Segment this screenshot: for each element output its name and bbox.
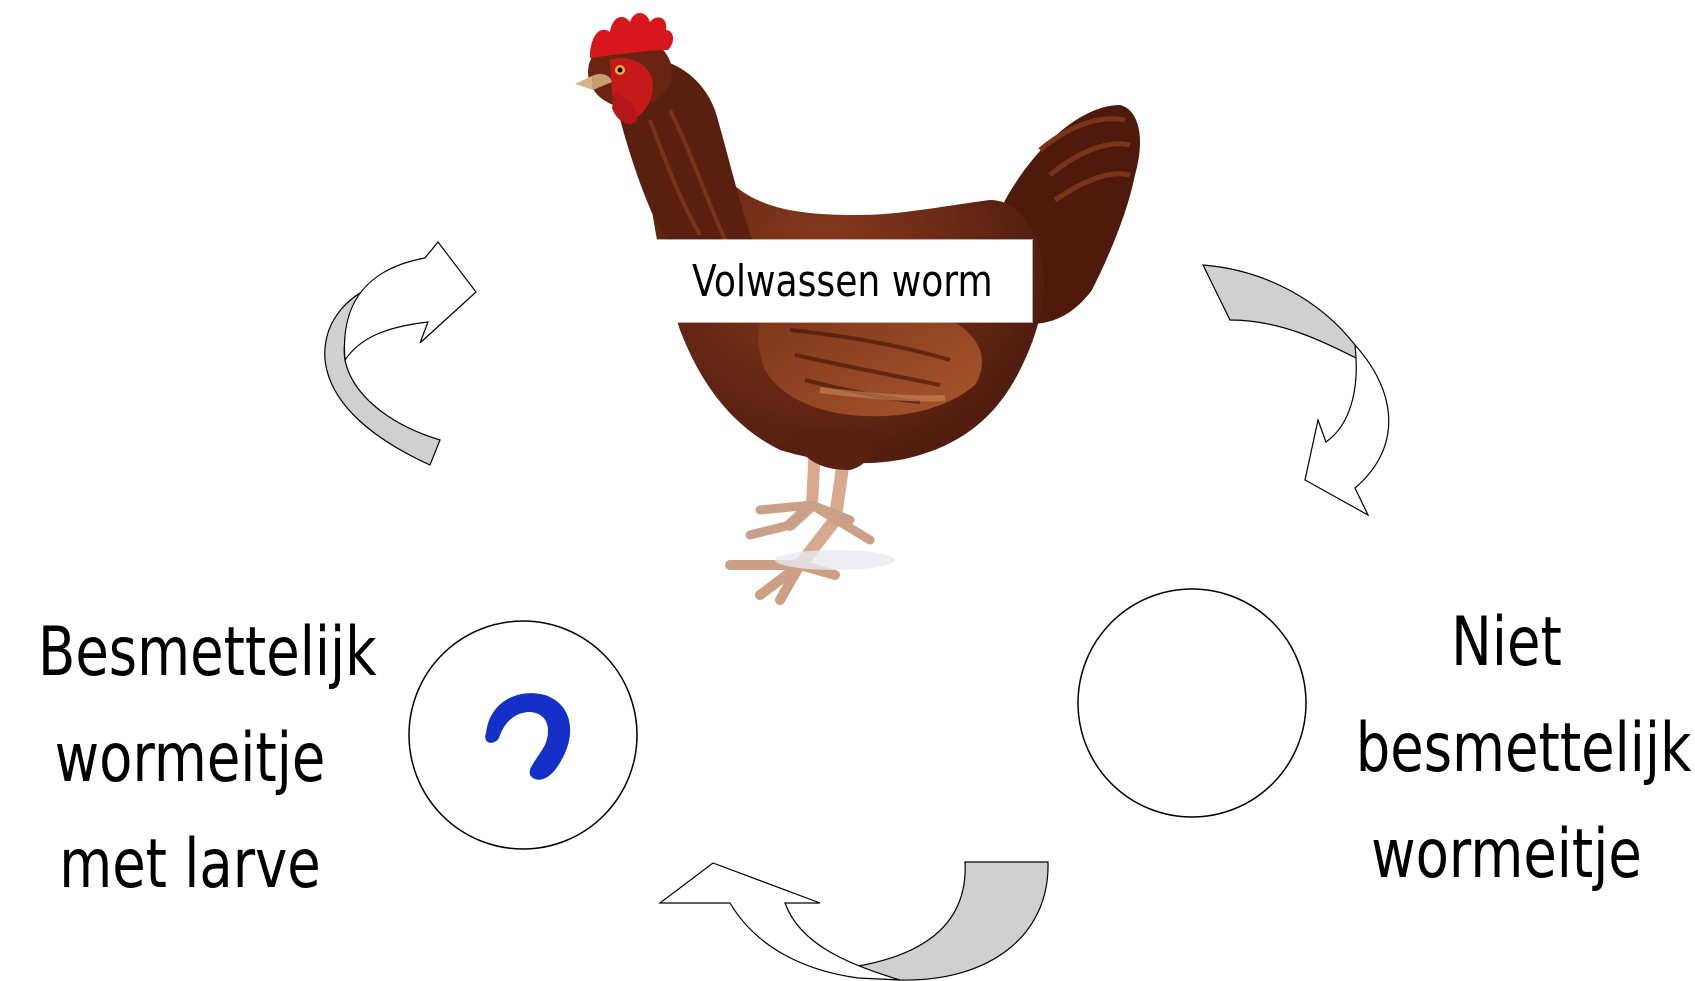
noninfective-egg-icon — [1078, 589, 1306, 817]
cycle-arrow-icon — [325, 242, 476, 465]
infective-label-line: met larve — [38, 812, 342, 918]
noninfective-label-line: wormeitje — [1356, 802, 1658, 908]
infective-egg-icon — [409, 621, 637, 849]
cycle-arrow-icon — [660, 862, 1048, 980]
noninfective-label-line: Niet — [1356, 590, 1658, 696]
infective-egg-label: Besmettelijk wormeitje met larve — [0, 600, 380, 918]
infective-label-line: Besmettelijk — [38, 600, 342, 706]
infective-label-line: wormeitje — [38, 706, 342, 812]
cycle-arrow-icon — [1203, 265, 1389, 515]
adult-worm-label: Volwassen worm — [652, 240, 1032, 322]
adult-worm-text: Volwassen worm — [692, 256, 993, 307]
noninfective-egg-label: Niet besmettelijk wormeitje — [1318, 590, 1695, 908]
noninfective-label-line: besmettelijk — [1356, 696, 1658, 802]
